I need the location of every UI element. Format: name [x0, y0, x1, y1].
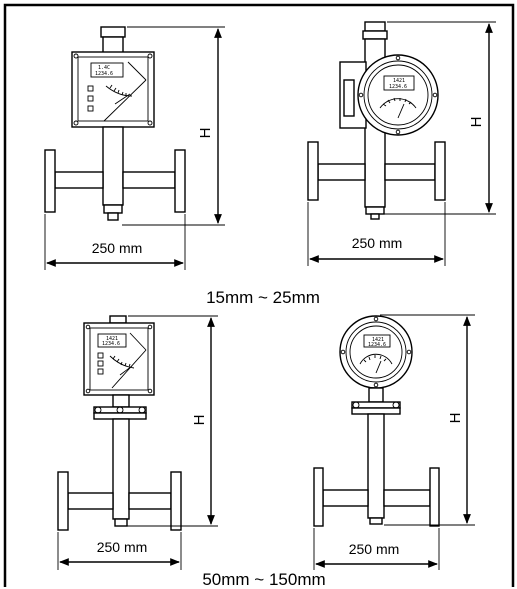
bottom-left-flowmeter: 1421 1234.6 [57, 315, 182, 531]
top-left-height-label: H [197, 128, 214, 139]
bottom-size-range-caption: 50mm ~ 150mm [202, 570, 325, 589]
top-size-range-caption: 15mm ~ 25mm [206, 288, 320, 307]
bottom-right-height-label: H [447, 413, 464, 424]
bottom-right-width-label: 250 mm [349, 541, 400, 557]
outer-border [3, 3, 515, 587]
top-right-height-dimension [382, 21, 496, 215]
top-right-flowmeter: 1421 1234.6 [307, 21, 446, 220]
bottom-left-height-label: H [191, 415, 208, 426]
top-left-height-dimension [122, 26, 225, 226]
svg-text:1234.6: 1234.6 [102, 341, 120, 347]
top-right-width-dimension [307, 202, 446, 266]
bottom-right-height-dimension [380, 314, 475, 526]
top-right-width-label: 250 mm [352, 235, 403, 251]
bottom-left-width-label: 250 mm [97, 539, 148, 555]
svg-text:1234.6: 1234.6 [95, 71, 113, 77]
svg-text:1421: 1421 [393, 78, 405, 84]
svg-text:1421: 1421 [106, 336, 118, 342]
svg-text:1421: 1421 [372, 337, 384, 343]
svg-text:1234.6: 1234.6 [368, 342, 386, 348]
top-left-width-dimension [44, 214, 186, 270]
top-left-flowmeter: 1.4C 1234.6 [44, 26, 186, 221]
svg-text:1234.6: 1234.6 [389, 84, 407, 90]
bottom-right-flowmeter: 1421 1234.6 [313, 315, 440, 527]
top-left-width-label: 250 mm [92, 240, 143, 256]
bottom-left-width-dimension [57, 532, 182, 570]
top-right-height-label: H [468, 117, 485, 128]
svg-text:1.4C: 1.4C [98, 65, 110, 71]
bottom-left-height-dimension [127, 315, 218, 527]
bottom-right-width-dimension [313, 528, 440, 570]
